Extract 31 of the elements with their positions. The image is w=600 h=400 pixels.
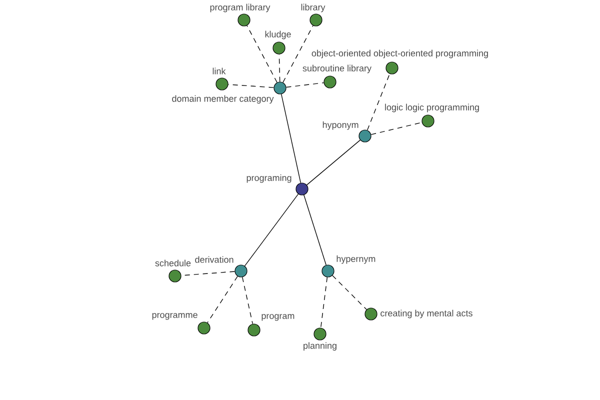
node-label: hypernym: [336, 255, 376, 264]
connector-line: [306, 140, 361, 186]
dashed-line: [242, 276, 253, 324]
node-label: subroutine library: [302, 64, 372, 74]
connector-line: [281, 94, 302, 184]
dashed-line: [366, 74, 390, 130]
node-label: derivation: [195, 256, 234, 263]
node-label: kludge: [265, 30, 291, 40]
node-label: programme: [152, 313, 198, 320]
node-label: library: [301, 4, 326, 12]
node-label: program library: [210, 4, 270, 12]
node-label: logic logic programming: [385, 104, 479, 112]
dashed-line: [228, 84, 274, 88]
dashed-line: [286, 82, 324, 88]
node-label: object-oriented object-oriented programming: [312, 50, 488, 58]
dashed-line: [370, 122, 422, 135]
dashed-line: [332, 275, 367, 310]
dashed-line: [320, 276, 328, 328]
node-label: schedule: [155, 260, 191, 266]
dashed-line: [246, 25, 278, 83]
node-label: programing: [246, 174, 292, 183]
dashed-line: [282, 25, 314, 83]
connector-line: [304, 194, 326, 266]
node-label: hyponym: [322, 121, 358, 130]
node-label: planning: [304, 342, 336, 351]
node-label: domain member category: [172, 95, 274, 104]
connector-line: [244, 194, 299, 266]
node-label: link: [212, 68, 226, 74]
node-label: creating by mental acts: [380, 310, 472, 318]
dashed-line: [207, 276, 238, 324]
node-label: program: [262, 314, 294, 321]
